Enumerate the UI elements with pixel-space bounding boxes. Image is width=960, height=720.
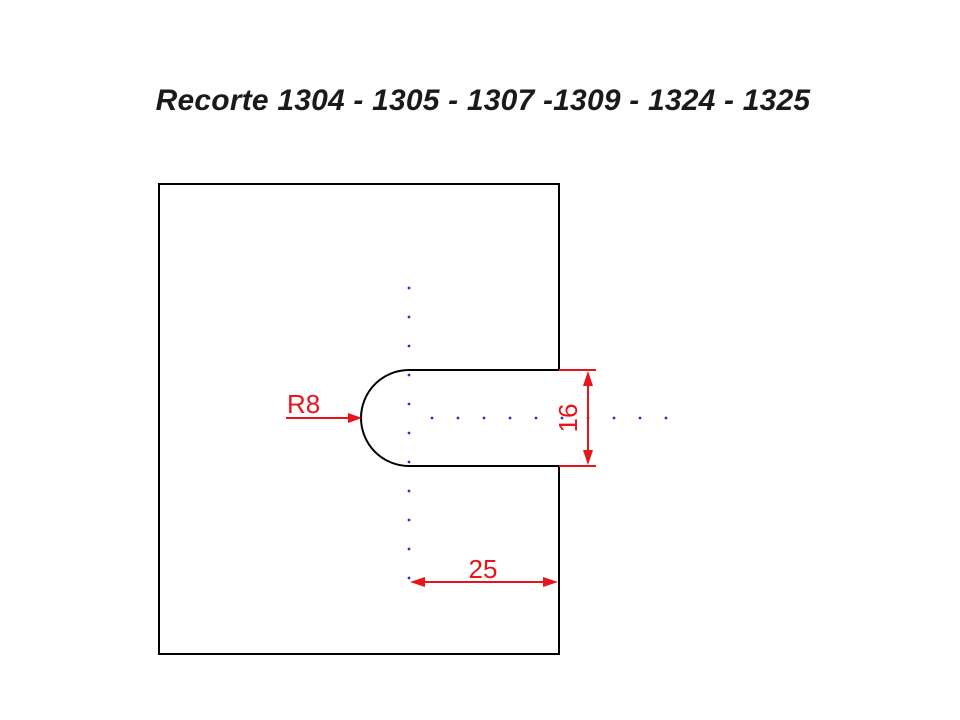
slot-width-arrow-top <box>583 371 593 386</box>
centerline-dot <box>638 416 642 420</box>
centerline-dot <box>664 416 668 420</box>
centerline-dot <box>407 518 411 522</box>
slot-depth-dimension: 25 <box>410 554 558 587</box>
centerline-dot <box>430 416 434 420</box>
centerline-dot <box>407 489 411 493</box>
centerline-dot <box>407 373 411 377</box>
centerline-dot <box>407 431 411 435</box>
slot-width-dimension: 16 <box>553 369 596 467</box>
centerline-dot <box>508 416 512 420</box>
slot-depth-label: 25 <box>469 554 498 584</box>
centerline-dot <box>407 547 411 551</box>
page-title: Recorte 1304 - 1305 - 1307 -1309 - 1324 … <box>155 84 811 117</box>
part-outline <box>158 183 560 655</box>
slot-depth-arrow-left <box>410 577 425 587</box>
slot-width-arrow-bottom <box>583 450 593 465</box>
centerline-dot <box>407 576 411 580</box>
slot-depth-arrow-right <box>543 577 558 587</box>
centerline-dot <box>407 315 411 319</box>
centerline-dot <box>482 416 486 420</box>
radius-label: R8 <box>287 389 320 419</box>
centerline-dot <box>407 286 411 290</box>
centerline-dot <box>407 402 411 406</box>
centerline-dot <box>560 416 564 420</box>
slot-width-label: 16 <box>553 404 583 433</box>
centerline-dot <box>456 416 460 420</box>
centerline-dot <box>534 416 538 420</box>
radius-dimension: R8 <box>286 389 362 423</box>
radius-arrowhead <box>348 413 362 423</box>
centerline-dot <box>407 460 411 464</box>
centerline-dot <box>612 416 616 420</box>
centerlines <box>407 286 668 580</box>
centerline-dot <box>407 344 411 348</box>
